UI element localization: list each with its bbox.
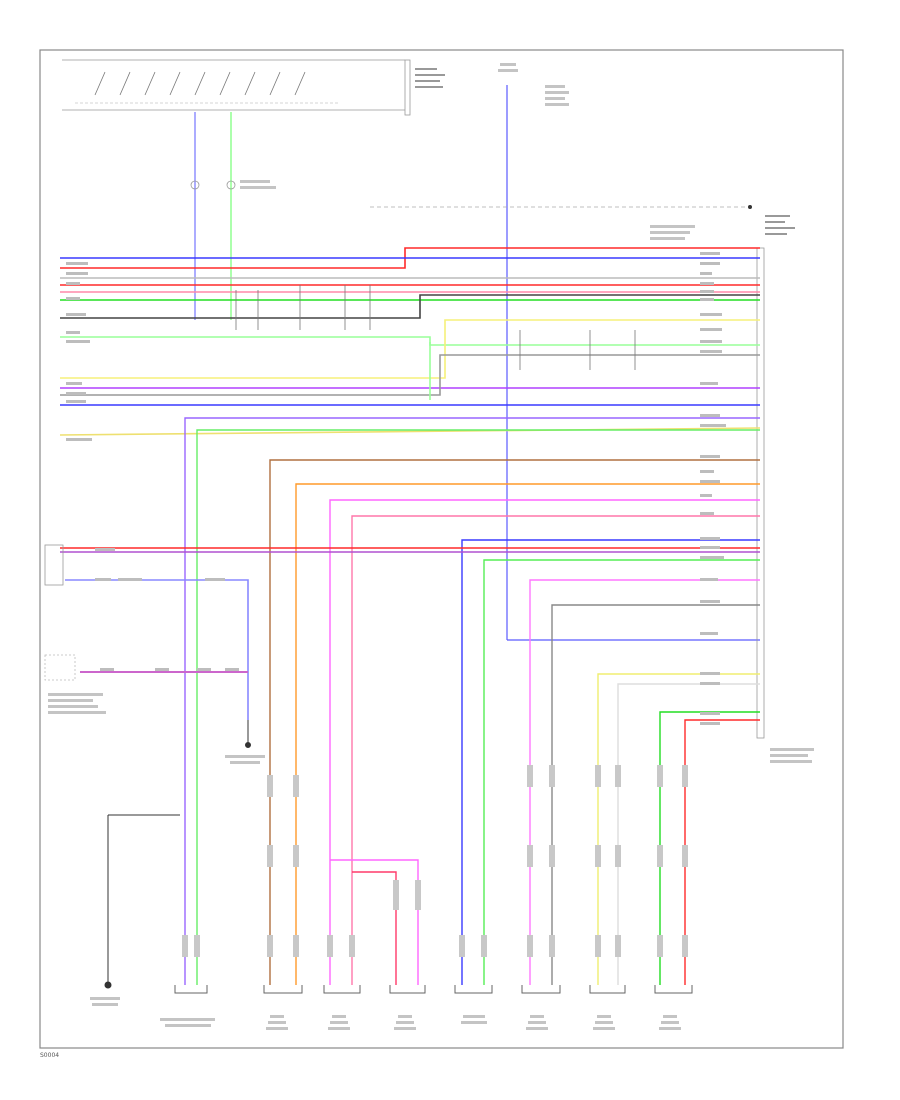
wire-harness-light-green <box>60 336 760 346</box>
wire-feed-green-left <box>196 429 760 985</box>
component-label-marks <box>48 63 814 1030</box>
wire-feed-green-far <box>659 711 760 985</box>
wire-feed-violet-left <box>184 417 760 985</box>
diagram-border <box>39 49 844 1049</box>
wire-code-marks <box>66 252 726 725</box>
connector-pin <box>226 180 236 190</box>
wire-feed-pink-2 <box>351 515 760 985</box>
wire-feed-red-far <box>684 719 760 985</box>
wire-tweeter-red <box>352 871 397 985</box>
wire-feed-light-right <box>617 683 760 985</box>
connector-pin <box>190 180 200 190</box>
lower-left-feeds <box>60 547 760 720</box>
audio-unit-body <box>756 247 765 739</box>
bus-splices <box>235 285 636 370</box>
wire-feed-green-center <box>483 559 760 985</box>
wire-tweeter-pink <box>330 859 419 985</box>
speaker-left-rear-2 <box>654 985 693 994</box>
speaker-feeds <box>184 417 760 985</box>
speaker-left-front <box>263 985 303 994</box>
speaker-left-rear <box>323 985 361 994</box>
speaker-amp <box>174 985 208 994</box>
wire-feed-brown <box>269 459 760 985</box>
wire-feed-blue-center <box>461 539 760 985</box>
speaker-center <box>454 985 493 994</box>
connector-box-left <box>44 654 76 681</box>
speaker-right-rear <box>589 985 626 994</box>
wire-harness-black <box>60 294 760 319</box>
speaker-right-tweeter <box>389 985 426 994</box>
connector-chips <box>182 765 688 957</box>
wire-harness-yellow-1 <box>60 319 760 379</box>
wire-feed-gray-right <box>551 604 760 985</box>
wire-harness-gray-2 <box>60 354 760 396</box>
audio-unit-label <box>765 215 795 235</box>
wire-feed-pink-1 <box>329 499 760 985</box>
speaker-right-front <box>521 985 561 994</box>
harness-bus <box>59 247 761 436</box>
speaker-symbols <box>174 985 693 994</box>
wire-harness-yellow-2 <box>59 427 761 436</box>
ground-point <box>748 205 752 209</box>
antenna-amp-box <box>44 544 64 586</box>
steering-switch-block <box>62 59 445 116</box>
page-code: S0004 <box>40 1052 59 1059</box>
wire-feed-pink-right <box>529 579 760 985</box>
wire-feed-orange <box>295 483 760 985</box>
ground-symbol <box>104 720 251 989</box>
